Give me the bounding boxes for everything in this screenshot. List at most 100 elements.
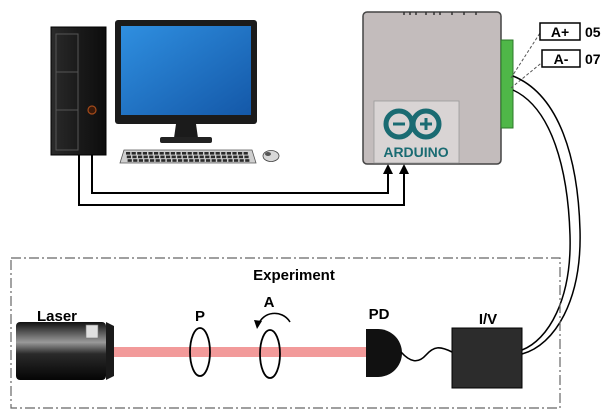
monitor-screen: [121, 26, 251, 115]
keyboard-key: [126, 155, 131, 159]
rotation-arrowhead-icon: [254, 320, 262, 329]
power-button-icon: [87, 105, 97, 115]
keyboard-key: [138, 155, 143, 159]
experiment-box: [10, 257, 561, 409]
keyboard-key: [171, 155, 176, 159]
keyboard-key: [166, 159, 171, 162]
keyboard-key: [194, 159, 199, 162]
a-minus-text: A-: [554, 51, 569, 67]
keyboard-key: [227, 155, 232, 159]
keyboard-key: [177, 155, 182, 159]
keyboard-key: [243, 152, 248, 155]
keyboard-key: [206, 159, 211, 162]
keyboard-key: [126, 152, 131, 155]
lead-lines: [510, 32, 546, 89]
keyboard-key: [132, 155, 137, 159]
keyboard-key: [138, 159, 143, 162]
keyboard-key: [199, 155, 204, 159]
keyboard-key: [233, 155, 238, 159]
keyboard-key: [211, 159, 216, 162]
keyboard-key: [217, 159, 222, 162]
keyboard-key: [238, 152, 243, 155]
keyboard-key: [182, 152, 187, 155]
keyboard-key: [234, 159, 239, 162]
keyboard-key: [222, 159, 227, 162]
photodiode-icon: [366, 329, 402, 377]
keyboard-key: [170, 152, 175, 155]
keyboard-key: [166, 155, 171, 159]
keyboard-key: [228, 159, 233, 162]
keyboard-key: [172, 159, 177, 162]
keyboard-key: [142, 152, 147, 155]
keyboard-key: [210, 152, 215, 155]
keyboard-icon: [119, 149, 257, 164]
keyboard-key: [188, 155, 193, 159]
a-plus-label: A+ 05: [539, 22, 601, 41]
keyboard-key: [144, 159, 149, 162]
keyboard-key: [194, 155, 199, 159]
keyboard-key: [160, 155, 165, 159]
keyboard-key: [149, 155, 154, 159]
polarizer-icon: [189, 327, 211, 377]
terminal-connector: [500, 39, 514, 129]
keyboard-key: [182, 155, 187, 159]
keyboard-key: [216, 155, 221, 159]
keyboard-key: [131, 152, 136, 155]
iv-converter-box: [451, 327, 523, 389]
keyboard-key: [189, 159, 194, 162]
keyboard-key: [176, 152, 181, 155]
usb-cable: [78, 155, 405, 206]
a-minus-label: A- 07: [541, 49, 601, 68]
keyboard-key: [232, 152, 237, 155]
keyboard-key: [183, 159, 188, 162]
rotation-arrow-icon: [257, 312, 291, 327]
pd-cable: [400, 347, 453, 362]
keyboard-key: [245, 159, 250, 162]
keyboard-key: [193, 152, 198, 155]
keyboard-key: [200, 159, 205, 162]
monitor-icon: [115, 20, 257, 143]
a-minus-value: 07: [585, 51, 601, 67]
arduino-board: ARDUINO: [362, 11, 514, 165]
keyboard-key: [178, 159, 183, 162]
keyboard-key: [238, 155, 243, 159]
laser-label: Laser: [37, 308, 77, 325]
a-plus-text: A+: [551, 24, 569, 40]
experiment-title: Experiment: [253, 267, 335, 284]
analyzer-icon: [259, 329, 281, 379]
keyboard-key: [159, 152, 164, 155]
arrowhead-icon: [399, 164, 409, 174]
arduino-logo-text: ARDUINO: [383, 144, 448, 160]
iv-wires: [512, 75, 581, 355]
a-plus-value: 05: [585, 24, 601, 40]
keyboard-key: [215, 152, 220, 155]
keyboard-key: [222, 155, 227, 159]
computer-tower-icon: [50, 26, 107, 156]
laser-beam: [108, 347, 366, 357]
keyboard-key: [161, 159, 166, 162]
polarizer-label: P: [195, 308, 205, 325]
keyboard-key: [210, 155, 215, 159]
keyboard-key: [165, 152, 170, 155]
keyboard-key: [244, 155, 249, 159]
analyzer-label: A: [264, 294, 275, 311]
keyboard-key: [155, 159, 160, 162]
mouse-icon: [262, 150, 280, 162]
keyboard-key: [187, 152, 192, 155]
photodiode-label: PD: [369, 306, 390, 323]
iv-converter-label: I/V: [479, 311, 497, 328]
keyboard-key: [143, 155, 148, 159]
keyboard-key: [221, 152, 226, 155]
laser-icon: [16, 322, 114, 380]
arrowhead-icon: [383, 164, 393, 174]
keyboard-key: [226, 152, 231, 155]
keyboard-key: [150, 159, 155, 162]
keyboard-key: [205, 155, 210, 159]
keyboard-key: [198, 152, 203, 155]
keyboard-key: [154, 155, 159, 159]
keyboard-key: [133, 159, 138, 162]
keyboard-key: [148, 152, 153, 155]
arduino-logo: ARDUINO: [373, 100, 460, 164]
